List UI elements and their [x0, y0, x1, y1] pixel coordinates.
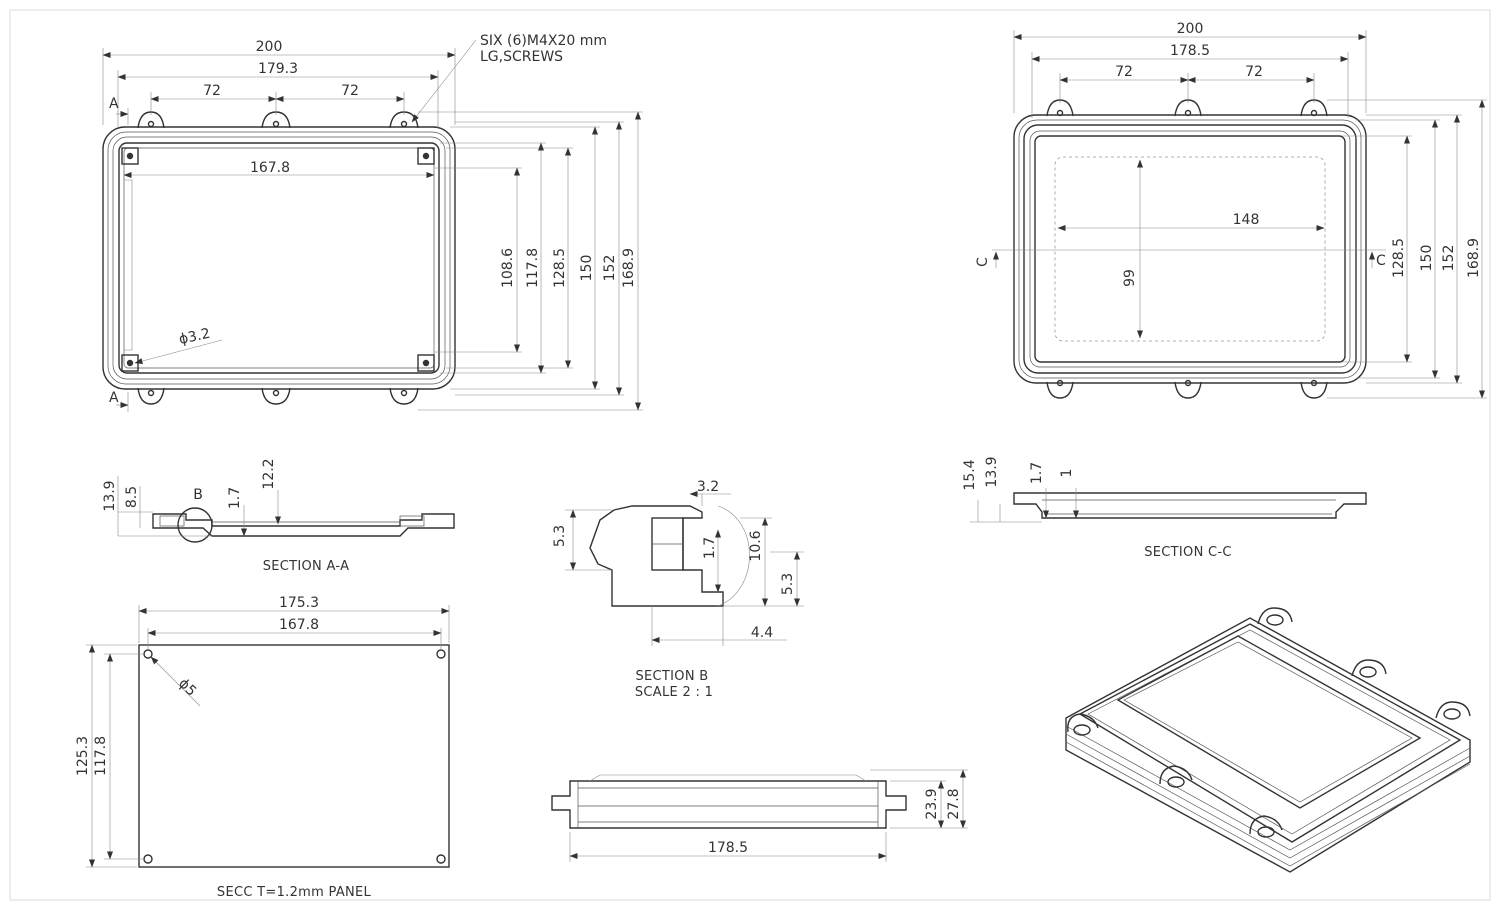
- top-height-128-5: 128.5: [552, 248, 568, 288]
- top-view-width-dims: 200 179.3 72 72 167.8: [102, 39, 456, 178]
- top-width-overall: 200: [256, 39, 283, 55]
- top-hole-pitch-left: 72: [203, 83, 221, 99]
- bottom-width-overall: 200: [1177, 21, 1204, 37]
- screw-note: SIX (6)M4X20 mm LG,SCREWS: [411, 33, 607, 123]
- section-aa-dim-12-2: 12.2: [261, 458, 277, 489]
- section-aa-dim-8-5: 8.5: [124, 486, 140, 508]
- section-aa-dim-13-9: 13.9: [102, 480, 118, 511]
- detail-b-marker: B: [193, 487, 203, 503]
- top-height-152: 152: [602, 255, 618, 282]
- top-hole-pitch-right: 72: [341, 83, 359, 99]
- bottom-height-152: 152: [1441, 245, 1457, 272]
- bottom-window-width: 148: [1233, 212, 1260, 228]
- detail-b-circle: [177, 507, 213, 543]
- section-aa-title: SECTION A-A: [263, 559, 350, 574]
- panel-width-holes: 167.8: [279, 617, 319, 633]
- section-b-title-line2: SCALE 2 : 1: [635, 685, 713, 700]
- section-a-marker-bottom: A: [109, 390, 119, 406]
- section-cc-title: SECTION C-C: [1144, 545, 1232, 560]
- bottom-view: 200 178.5 72 72 148 99 C C: [975, 21, 1487, 399]
- section-cc: 15.4 13.9 1.7 1 SECTION C-C: [962, 456, 1367, 560]
- top-view: 200 179.3 72 72 167.8 SIX (6)M4X20 mm LG…: [102, 33, 643, 412]
- top-view-corner-holes: [121, 147, 435, 372]
- section-c-markers: C C: [975, 249, 1386, 269]
- isometric-view: [1065, 607, 1471, 873]
- section-aa: B 13.9 8.5 1.7 12.2 SECTION A-A: [102, 458, 455, 574]
- side-view: 178.5 23.9 27.8: [551, 769, 968, 862]
- top-inner-width: 167.8: [250, 160, 290, 176]
- screw-note-line1: SIX (6)M4X20 mm: [480, 33, 607, 49]
- top-view-height-dims: 108.6 117.8 128.5 150 152 168.9: [418, 111, 643, 411]
- section-cc-dim-1-7: 1.7: [1029, 462, 1045, 484]
- bottom-width-flange: 178.5: [1170, 43, 1210, 59]
- section-a-marker-top: A: [109, 96, 119, 112]
- section-b-dim-bottom: 4.4: [751, 625, 773, 641]
- screw-note-line2: LG,SCREWS: [480, 49, 563, 65]
- top-view-enclosure-outline: [102, 126, 456, 390]
- panel-title: SECC T=1.2mm PANEL: [217, 885, 372, 900]
- section-aa-dim-1-7: 1.7: [227, 487, 243, 509]
- top-hole-diameter: ϕ3.2: [178, 326, 212, 348]
- bottom-hole-pitch-left: 72: [1115, 64, 1133, 80]
- section-c-marker-right: C: [1376, 253, 1386, 269]
- bottom-window-height: 99: [1122, 269, 1138, 287]
- bottom-height-128-5: 128.5: [1391, 238, 1407, 278]
- section-b: 3.2 5.3 1.7 10.6 5.3 4.4 SECTION B SCALE…: [552, 479, 804, 700]
- side-length: 178.5: [708, 840, 748, 856]
- top-height-117-8: 117.8: [525, 248, 541, 288]
- section-b-dim-right2: 5.3: [780, 573, 796, 595]
- bottom-view-height-dims: 128.5 150 152 168.9: [1327, 99, 1487, 399]
- sheet-border: [9, 9, 1491, 901]
- section-cc-dim-1: 1: [1059, 469, 1075, 478]
- top-width-flange: 179.3: [258, 61, 298, 77]
- panel-height-overall: 125.3: [75, 736, 91, 776]
- section-b-title-line1: SECTION B: [635, 669, 708, 684]
- side-height-inner: 23.9: [924, 788, 940, 819]
- top-height-108-6: 108.6: [500, 248, 516, 288]
- bottom-view-width-dims: 200 178.5 72 72 148 99: [1013, 21, 1367, 339]
- iso-ears: [1067, 607, 1471, 838]
- hole-diameter-callout: ϕ3.2: [134, 326, 223, 364]
- bottom-view-enclosure-outline: [1013, 114, 1367, 384]
- section-b-dim-left: 5.3: [552, 525, 568, 547]
- top-view-ears: [137, 111, 419, 405]
- bottom-height-168-9: 168.9: [1466, 238, 1482, 278]
- side-height-overall: 27.8: [946, 788, 962, 819]
- top-height-168-9: 168.9: [621, 248, 637, 288]
- bottom-view-ears: [1046, 99, 1328, 399]
- section-b-dim-top: 3.2: [697, 479, 719, 495]
- section-c-marker-left: C: [975, 257, 991, 267]
- panel-view: 175.3 167.8 125.3 117.8 ϕ5 SECC T=1.2mm …: [75, 595, 450, 900]
- section-cc-dim-15-4: 15.4: [962, 459, 978, 490]
- section-b-dim-inner: 1.7: [702, 537, 718, 559]
- panel-hole-diameter: ϕ5: [175, 676, 199, 700]
- top-height-150: 150: [579, 255, 595, 282]
- panel-height-holes: 117.8: [93, 736, 109, 776]
- section-b-dim-right1: 10.6: [748, 530, 764, 561]
- section-cc-dim-13-9: 13.9: [984, 456, 1000, 487]
- section-a-markers: A A: [109, 96, 129, 412]
- bottom-height-150: 150: [1419, 245, 1435, 272]
- panel-width-overall: 175.3: [279, 595, 319, 611]
- bottom-hole-pitch-right: 72: [1245, 64, 1263, 80]
